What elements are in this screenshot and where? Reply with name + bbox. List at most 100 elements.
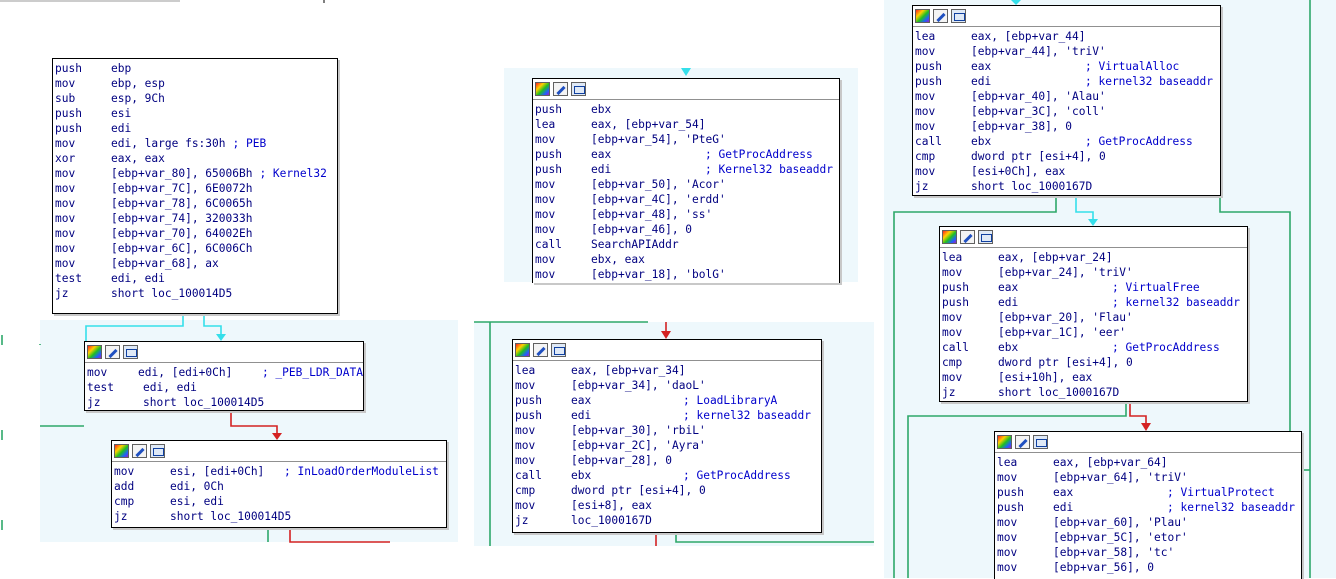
asm-line[interactable]: mov[ebp+var_70], 64002Eh [55, 226, 337, 241]
asm-line[interactable]: mov[ebp+var_78], 6C0065h [55, 196, 337, 211]
asm-line[interactable]: mov[ebp+var_3C], 'coll' [915, 104, 1220, 119]
asm-line[interactable]: mov[ebp+var_68], ax [55, 256, 337, 271]
asm-line[interactable]: mov[ebp+var_44], 'triV' [915, 44, 1220, 59]
rename-node-icon[interactable] [1015, 435, 1030, 449]
asm-line[interactable]: mov[ebp+var_20], 'Flau' [942, 310, 1247, 325]
graph-overview-icon[interactable] [551, 343, 566, 357]
asm-line[interactable]: mov[esi+0Ch], eax [915, 164, 1220, 179]
rename-node-icon[interactable] [933, 9, 948, 23]
rename-node-icon[interactable] [960, 230, 975, 244]
graph-overview-icon[interactable] [571, 82, 586, 96]
graph-overview-icon[interactable] [978, 230, 993, 244]
rename-node-icon[interactable] [553, 82, 568, 96]
asm-line[interactable]: mov[ebp+var_4C], 'erdd' [535, 192, 839, 207]
asm-line[interactable]: mov[ebp+var_30], 'rbiL' [515, 423, 821, 438]
asm-line[interactable]: mov[ebp+var_58], 'tc' [997, 545, 1301, 560]
asm-line[interactable]: mov[ebp+var_2C], 'Ayra' [515, 438, 821, 453]
asm-line[interactable]: mov[ebp+var_46], 0 [535, 222, 839, 237]
asm-line[interactable]: mov[ebp+var_34], 'daoL' [515, 378, 821, 393]
asm-line[interactable]: mov[ebp+var_28], 0 [515, 453, 821, 468]
asm-line[interactable]: mov[ebp+var_64], 'triV' [997, 470, 1301, 485]
color-palette-icon[interactable] [87, 345, 102, 359]
asm-line[interactable]: mov[ebp+var_54], 'PteG' [535, 132, 839, 147]
graph-overview-icon[interactable] [150, 444, 165, 458]
asm-line[interactable]: mov[ebp+var_80], 65006Bh; Kernel32 [55, 166, 337, 181]
asm-line[interactable]: mov[ebp+var_18], 'bolG' [535, 267, 839, 282]
color-palette-icon[interactable] [915, 9, 930, 23]
color-palette-icon[interactable] [535, 82, 550, 96]
color-palette-icon[interactable] [114, 444, 129, 458]
asm-line[interactable]: mov[esi+8], eax [515, 498, 821, 513]
asm-line[interactable]: mov[ebp+var_48], 'ss' [535, 207, 839, 222]
asm-line[interactable]: mov[ebp+var_5C], 'etor' [997, 530, 1301, 545]
graph-overview-icon[interactable] [1033, 435, 1048, 449]
asm-line[interactable]: mov[ebp+var_38], 0 [915, 119, 1220, 134]
rename-node-icon[interactable] [105, 345, 120, 359]
asm-line[interactable]: mov[ebp+var_56], 0 [997, 560, 1301, 575]
asm-line[interactable]: mov[ebp+var_74], 320033h [55, 211, 337, 226]
asm-line[interactable]: mov[ebp+var_1C], 'eer' [942, 325, 1247, 340]
graph-overview-icon[interactable] [123, 345, 138, 359]
asm-line[interactable]: mov[esi+10h], eax [942, 370, 1247, 385]
rename-node-icon[interactable] [533, 343, 548, 357]
color-palette-icon[interactable] [515, 343, 530, 357]
asm-line[interactable]: mov[ebp+var_50], 'Acor' [535, 177, 839, 192]
asm-line[interactable]: mov[ebp+var_40], 'Alau' [915, 89, 1220, 104]
asm-line[interactable]: mov[ebp+var_6C], 6C006Ch [55, 241, 337, 256]
rename-node-icon[interactable] [132, 444, 147, 458]
color-palette-icon[interactable] [942, 230, 957, 244]
asm-line[interactable]: mov[ebp+var_7C], 6E0072h [55, 181, 337, 196]
